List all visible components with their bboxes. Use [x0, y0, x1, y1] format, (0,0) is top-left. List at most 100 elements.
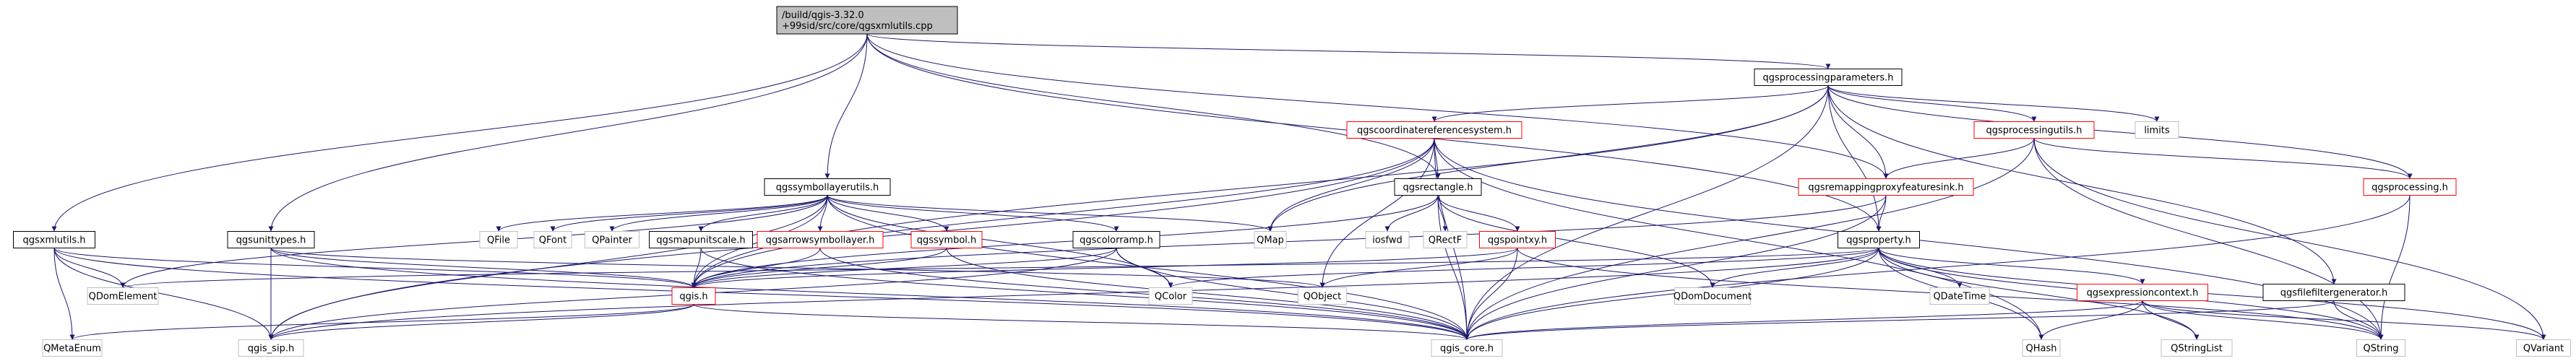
- node-qgsremapping[interactable]: qgsremappingproxyfeaturesink.h: [1798, 178, 1974, 196]
- node-QString: QString: [2356, 339, 2405, 357]
- edge-root-to-qgsrectangle: [866, 33, 1441, 179]
- node-QPainter: QPainter: [585, 231, 639, 248]
- edge-qgsremapping-to-qgis: [691, 195, 1887, 288]
- node-box: [533, 231, 572, 248]
- node-label: QFile: [487, 235, 510, 246]
- edge-qgsexpressioncontext-to-QVariant: [2142, 300, 2546, 340]
- node-label: qgis.h: [679, 292, 707, 303]
- node-label: qgsremappingproxyfeaturesink.h: [1808, 183, 1963, 193]
- edge-qgsprocessingparameters-to-qgscrs: [1431, 85, 1829, 122]
- node-box: [1394, 178, 1482, 196]
- node-box: [2363, 178, 2457, 196]
- node-label: QFont: [539, 235, 567, 246]
- node-label: qgsprocessing.h: [2372, 183, 2448, 193]
- node-qgscrs[interactable]: qgscoordinatereferencesystem.h: [1346, 121, 1522, 139]
- node-box: [2262, 284, 2405, 301]
- node-QObject: QObject: [1298, 287, 1347, 305]
- node-label: qgsrectangle.h: [1403, 183, 1473, 193]
- node-qgsprocessing[interactable]: qgsprocessing.h: [2363, 178, 2457, 196]
- edge-qgsproperty-to-QVariant: [1878, 248, 2546, 340]
- edge-qgsexpressioncontext-to-QHash: [2038, 300, 2143, 340]
- edge-qgsprocessing-to-QString: [2378, 195, 2411, 340]
- node-qgspointxy[interactable]: qgspointxy.h: [1479, 231, 1556, 248]
- node-box: [2135, 121, 2179, 139]
- node-label: QObject: [1304, 292, 1342, 303]
- edge-qgsprocessingutils-to-QVariant: [2033, 138, 2546, 340]
- edge-qgsprocessingparameters-to-qgsprocessing: [1827, 85, 2413, 179]
- node-QRectF: QRectF: [1423, 231, 1468, 248]
- node-box: [2161, 339, 2233, 357]
- node-label: qgis_core.h: [1440, 344, 1494, 355]
- node-qgssymbollayerutils[interactable]: qgssymbollayerutils.h: [764, 178, 891, 196]
- node-qgsexpressioncontext[interactable]: qgsexpressioncontext.h: [2077, 284, 2208, 301]
- node-box: [1973, 121, 2095, 139]
- edge-qgssymbol-to-qgis: [691, 248, 947, 288]
- node-box: [1298, 287, 1347, 305]
- node-label: QDateTime: [1933, 292, 1986, 303]
- node-box: [1423, 231, 1468, 248]
- node-root[interactable]: /build/qgis-3.32.0+99sid/src/core/qgsxml…: [776, 6, 958, 35]
- node-box: [479, 231, 518, 248]
- edge-qgscrs-to-QHash: [1434, 138, 2044, 340]
- edge-qgis-to-qgis_core: [693, 304, 1470, 340]
- node-qgsprocessingparameters[interactable]: qgsprocessingparameters.h: [1754, 69, 1903, 86]
- node-label: QPainter: [592, 235, 632, 246]
- edge-qgsproperty-to-QDomElement: [121, 248, 1879, 288]
- node-label: qgssymbollayerutils.h: [776, 183, 879, 193]
- edge-root-to-qgsxmlutils: [51, 33, 868, 232]
- node-qgis_core: qgis_core.h: [1431, 339, 1503, 357]
- edge-qgsxmlutils-to-qgis_sip: [53, 248, 274, 340]
- node-box: [238, 339, 304, 357]
- node-qgsmapunitscale[interactable]: qgsmapunitscale.h: [649, 231, 753, 248]
- edge-qgsprocessingutils-to-qgsprocessing: [2033, 138, 2413, 179]
- node-box: [1929, 287, 1990, 305]
- edge-qgsproperty-to-qgis_core: [1464, 248, 1879, 340]
- edge-qgsprocessingparameters-to-limits: [1827, 85, 2160, 122]
- node-label: QHash: [2026, 344, 2057, 355]
- edge-qgsexpressioncontext-to-qgis_core: [1464, 300, 2143, 340]
- node-QFont: QFont: [533, 231, 572, 248]
- node-qgsfilefiltergenerator[interactable]: qgsfilefiltergenerator.h: [2262, 284, 2405, 301]
- node-label: qgsprocessingparameters.h: [1762, 73, 1893, 84]
- edge-qgsxmlutils-to-QDomElement: [53, 248, 126, 288]
- node-box: [227, 231, 315, 248]
- node-qgis_sip: qgis_sip.h: [238, 339, 304, 357]
- edge-qgssymbollayerutils-to-QMap: [827, 195, 1273, 232]
- edge-qgsprocessingutils-to-qgis_core: [1464, 138, 2035, 340]
- node-qgsprocessingutils[interactable]: qgsprocessingutils.h: [1973, 121, 2095, 139]
- node-box: [87, 287, 159, 305]
- edge-qgsarrowsymbollayer-to-qgis: [691, 248, 821, 288]
- node-qgssymbol[interactable]: qgssymbol.h: [910, 231, 983, 248]
- node-label: qgsarrowsymbollayer.h: [766, 235, 875, 246]
- edge-qgsproperty-to-qgsexpressioncontext: [1878, 248, 2145, 284]
- node-qgscolorramp[interactable]: qgscolorramp.h: [1072, 231, 1160, 248]
- edge-qgsprocessing-to-qgis_core: [1464, 195, 2411, 340]
- edge-qgssymbollayerutils-to-QDomElement: [120, 195, 828, 288]
- edge-qgsremapping-to-qgis_core: [1464, 195, 1887, 340]
- node-box: [1254, 231, 1287, 248]
- node-box: [1431, 339, 1503, 357]
- edge-qgsexpressioncontext-to-QStringList: [2142, 300, 2200, 340]
- node-qgsproperty[interactable]: qgsproperty.h: [1838, 231, 1920, 248]
- node-qgsrectangle[interactable]: qgsrectangle.h: [1394, 178, 1482, 196]
- node-qgsarrowsymbollayer[interactable]: qgsarrowsymbollayer.h: [757, 231, 884, 248]
- node-qgsunittypes[interactable]: qgsunittypes.h: [227, 231, 315, 248]
- node-box: [649, 231, 753, 248]
- node-QVariant: QVariant: [2516, 339, 2571, 357]
- node-qgsxmlutils[interactable]: qgsxmlutils.h: [13, 231, 95, 248]
- node-box: [671, 287, 716, 305]
- edge-qgsexpressioncontext-to-QString: [2142, 300, 2384, 340]
- node-iosfwd: iosfwd: [1365, 231, 1410, 248]
- node-label: /build/qgis-3.32.0: [782, 10, 864, 21]
- edge-qgsfilefiltergenerator-to-qgis_core: [1464, 300, 2335, 340]
- node-box: [1365, 231, 1410, 248]
- node-QHash: QHash: [2022, 339, 2061, 357]
- node-label: QMetaEnum: [43, 344, 101, 355]
- edge-qgsrectangle-to-qgspointxy: [1437, 195, 1520, 232]
- node-box: [2022, 339, 2061, 357]
- node-qgis[interactable]: qgis.h: [671, 287, 716, 305]
- node-box: [2516, 339, 2571, 357]
- node-box: [1479, 231, 1556, 248]
- node-label: qgis_sip.h: [248, 344, 294, 355]
- node-label: QStringList: [2171, 344, 2223, 355]
